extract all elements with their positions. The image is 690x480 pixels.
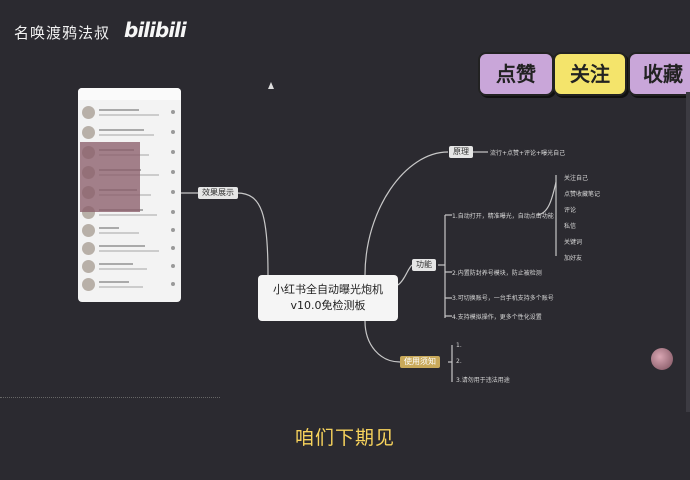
floating-ball-icon[interactable]	[651, 348, 673, 370]
list-item	[82, 126, 177, 140]
central-subtitle: v10.0免检测板	[290, 299, 366, 312]
feature-1-sub: 关键词	[564, 239, 583, 246]
feature-1: 1.自动打开，精准曝光，自动点击功能	[452, 213, 554, 220]
list-item	[82, 260, 177, 274]
follow-sticker: 关注	[553, 52, 627, 96]
video-subtitle: 咱们下期见	[294, 427, 395, 449]
mouse-cursor-icon	[268, 82, 274, 89]
list-item	[82, 278, 177, 292]
principle-leaf: 流行+点赞+评论+曝光自己	[490, 150, 566, 157]
scrollbar[interactable]	[686, 92, 690, 412]
effect-node: 效果展示	[198, 187, 238, 199]
feature-3: 3.可切换账号，一台手机支持多个账号	[452, 295, 554, 302]
feature-1-sub: 加好友	[564, 255, 583, 262]
usage-item: 3.请勿用于违法用途	[456, 377, 510, 384]
selection-overlay	[80, 142, 140, 212]
list-item	[82, 106, 177, 120]
divider	[0, 397, 220, 398]
features-node: 功能	[412, 259, 436, 271]
collect-sticker: 收藏	[628, 52, 690, 96]
usage-item: 1.	[456, 342, 462, 349]
uploader-watermark: 名唤渡鸦法叔	[14, 24, 111, 42]
phone-header	[78, 88, 181, 100]
bilibili-logo: bilibili	[124, 18, 187, 42]
feature-1-sub: 关注自己	[564, 175, 589, 182]
list-item	[82, 242, 177, 256]
central-topic: 小红书全自动曝光炮机 v10.0免检测板	[258, 275, 398, 321]
feature-1-sub: 评论	[564, 207, 577, 214]
central-title: 小红书全自动曝光炮机	[273, 283, 383, 296]
feature-4: 4.支持模拟操作，更多个性化设置	[452, 314, 542, 321]
usage-item: 2.	[456, 358, 462, 365]
feature-2: 2.内置防封养号模块，防止被检测	[452, 270, 542, 277]
principle-node: 原理	[449, 146, 473, 158]
like-sticker: 点赞	[478, 52, 554, 96]
phone-screenshot	[78, 88, 181, 302]
usage-node: 使用须知	[400, 356, 440, 368]
feature-1-sub: 点赞收藏笔记	[564, 191, 601, 198]
list-item	[82, 224, 177, 238]
feature-1-sub: 私信	[564, 223, 577, 230]
